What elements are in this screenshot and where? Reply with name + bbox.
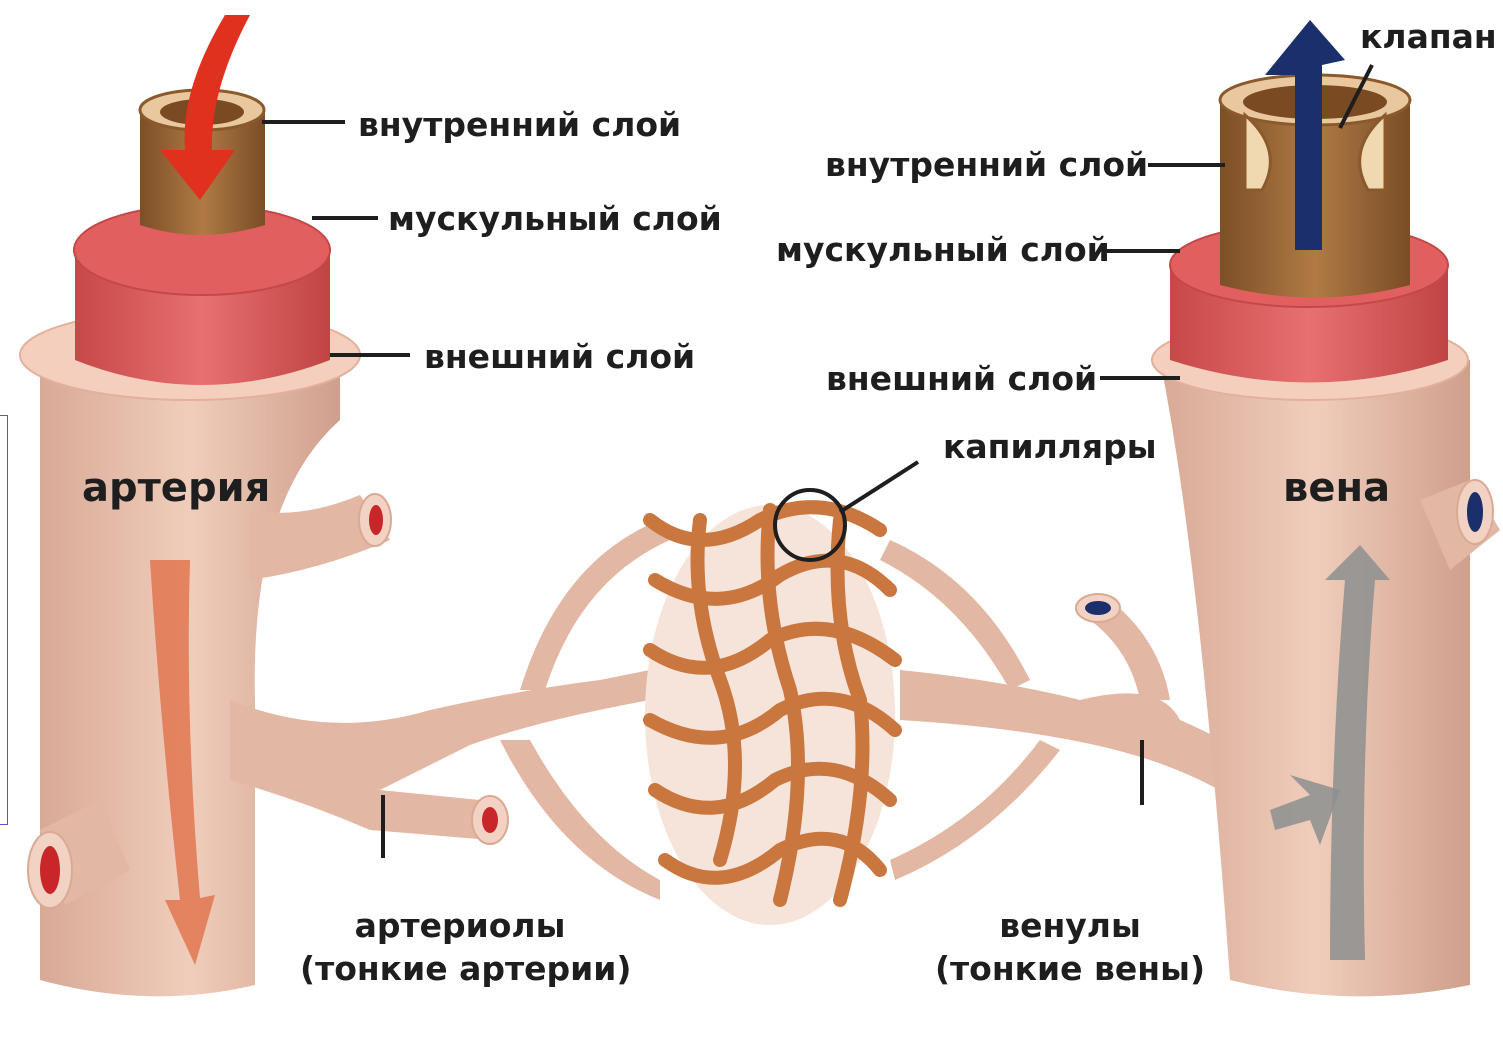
artery-muscle-layer-label: мускульный слой	[388, 202, 722, 235]
vein-muscle-layer-label: мускульный слой	[776, 233, 1110, 266]
side-frame-marker	[0, 415, 8, 825]
venules-name: венулы	[930, 905, 1210, 948]
capillary-bed	[645, 490, 895, 925]
vein-title: вена	[1283, 468, 1390, 508]
capillaries-label: капилляры	[943, 430, 1157, 463]
artery-outer-layer-label: внешний слой	[424, 340, 695, 373]
valve-label: клапан	[1360, 20, 1497, 53]
artery-inner-layer-label: внутренний слой	[358, 108, 681, 141]
vein-outer-layer-label: внешний слой	[826, 362, 1097, 395]
venules-note: (тонкие вены)	[930, 948, 1210, 991]
arteriole-vessel	[230, 670, 650, 840]
arterioles-name: артериолы	[300, 905, 620, 948]
vein-inner-layer-label: внутренний слой	[825, 148, 1148, 181]
arterioles-label: артериолы (тонкие артерии)	[300, 905, 620, 991]
arterioles-note: (тонкие артерии)	[300, 948, 620, 991]
venules-label: венулы (тонкие вены)	[930, 905, 1210, 991]
arterioles	[230, 520, 670, 900]
artery-title: артерия	[82, 468, 270, 508]
vein-wall	[1160, 360, 1470, 996]
